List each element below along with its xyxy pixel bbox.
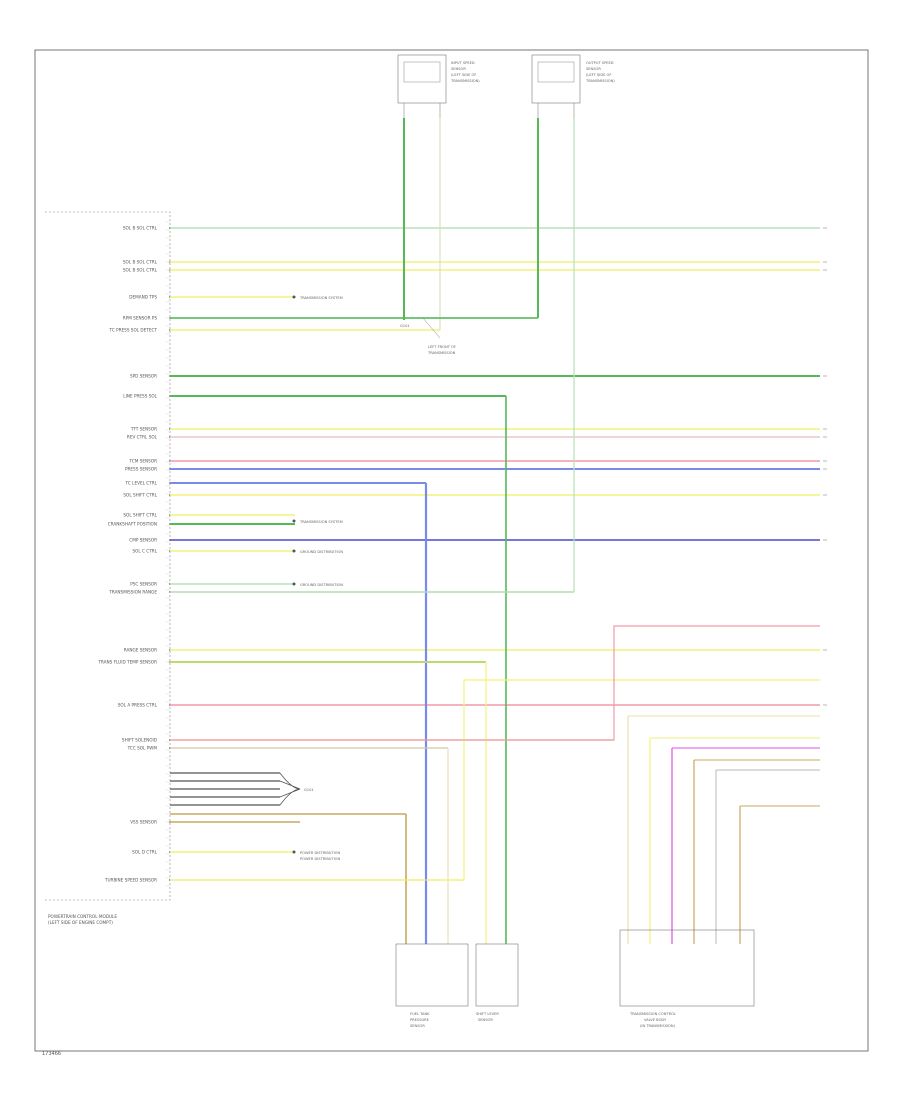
- ground-tag: G101: [304, 788, 314, 792]
- output-sensor-label-1: OUTPUT SPEED: [586, 61, 614, 65]
- input-speed-sensor: INPUT SPEED SENSOR (LEFT SIDE OF TRANSMI…: [397, 54, 480, 118]
- svg-text:SHIFT LEVER: SHIFT LEVER: [476, 1012, 499, 1016]
- splice-label-1: LEFT FRONT OF: [428, 345, 456, 349]
- svg-text:(IN TRANSMISSION): (IN TRANSMISSION): [640, 1024, 676, 1028]
- signal-label: SOL C CTRL: [132, 549, 157, 554]
- input-sensor-label-2: SENSOR: [451, 67, 466, 71]
- signal-label: SPD SENSOR: [130, 374, 157, 379]
- signal-label: SOL SHIFT CTRL: [123, 493, 157, 498]
- output-speed-sensor: OUTPUT SPEED SENSOR (LEFT SIDE OF TRANSM…: [531, 54, 615, 118]
- svg-text:POWER DISTRIBUTION: POWER DISTRIBUTION: [300, 857, 340, 861]
- signal-label: REV CTRL SOL: [127, 435, 158, 440]
- signal-label: PSC SENSOR: [130, 582, 157, 587]
- side-note-transmission-1: TRANSMISSION SYSTEM: [292, 295, 343, 300]
- side-note-transmission-2: TRANSMISSION SYSTEM: [292, 519, 343, 524]
- signal-label: SOL SHIFT CTRL: [123, 513, 157, 518]
- signal-label-group: SOL B SOL CTRL SOL B SOL CTRL SOL B SOL CT…: [97, 226, 157, 883]
- signal-label: RPM SENSOR PS: [123, 316, 158, 321]
- signal-label: SOL B SOL CTRL: [123, 268, 158, 273]
- side-note-power-2: POWER DISTRIBUTION: [300, 857, 340, 861]
- ground-bundle: [170, 772, 301, 806]
- signal-label: SOL B SOL CTRL: [123, 260, 158, 265]
- svg-text:SENSOR: SENSOR: [410, 1024, 425, 1028]
- signal-label: TURBINE SPEED SENSOR: [104, 878, 157, 883]
- svg-text:FUEL TANK: FUEL TANK: [410, 1012, 430, 1016]
- shift-lever-sensor: SHIFT LEVER SENSOR: [475, 943, 519, 1022]
- signal-label: TC LEVEL CTRL: [125, 481, 158, 486]
- bottom-verticals: [170, 395, 820, 944]
- pcm-label-line-2: (LEFT SIDE OF ENGINE COMPT): [48, 920, 113, 925]
- svg-text:TRANSMISSION CONTROL: TRANSMISSION CONTROL: [629, 1012, 676, 1016]
- svg-text:SENSOR: SENSOR: [478, 1018, 493, 1022]
- signal-label: SHIFT SOLENOID: [122, 738, 157, 743]
- signal-label: TCC SOL PWM: [127, 746, 158, 751]
- signal-label: DEMAND TPS: [129, 295, 157, 300]
- svg-text:TRANSMISSION SYSTEM: TRANSMISSION SYSTEM: [299, 520, 343, 524]
- svg-text:VALVE BODY: VALVE BODY: [644, 1018, 667, 1022]
- side-note-ground-1: GROUND DISTRIBUTION: [292, 549, 343, 554]
- signal-label: LINE PRESS SOL: [123, 394, 157, 399]
- svg-text:GROUND DISTRIBUTION: GROUND DISTRIBUTION: [300, 550, 343, 554]
- pcm-pin-column: [166, 221, 171, 887]
- side-note-ground-2: GROUND DISTRIBUTION: [292, 582, 343, 587]
- input-sensor-label-4: TRANSMISSION): [450, 79, 480, 83]
- signal-label: TCM SENSOR: [129, 459, 158, 464]
- signal-label: SOL A PRESS CTRL: [118, 703, 158, 708]
- signal-label: VSS SENSOR: [130, 820, 157, 825]
- signal-label: TRANS FLUID TEMP SENSOR: [97, 660, 157, 665]
- outer-border: [34, 49, 869, 1052]
- svg-text:GROUND DISTRIBUTION: GROUND DISTRIBUTION: [300, 583, 343, 587]
- side-note-power-1: POWER DISTRIBUTION: [292, 850, 340, 855]
- wire-group: [170, 227, 820, 881]
- signal-label: TC PRESS SOL DETECT: [109, 328, 158, 333]
- splice-label-2: TRANSMISSION: [427, 351, 456, 355]
- output-sensor-label-2: SENSOR: [586, 67, 601, 71]
- top-sensor-verticals: [170, 118, 575, 592]
- input-sensor-label-1: INPUT SPEED: [451, 61, 475, 65]
- svg-text:PRESSURE: PRESSURE: [410, 1018, 430, 1022]
- svg-text:POWER DISTRIBUTION: POWER DISTRIBUTION: [300, 851, 340, 855]
- signal-label: RANGE SENSOR: [124, 648, 157, 653]
- pcm-label-line-1: POWERTRAIN CONTROL MODULE: [48, 914, 117, 919]
- splice-tag: G101: [400, 324, 410, 328]
- signal-label: SOL B SOL CTRL: [123, 226, 158, 231]
- right-connector-pins: [823, 227, 827, 706]
- transmission-control-valve-body: TRANSMISSION CONTROL VALVE BODY (IN TRAN…: [619, 929, 755, 1028]
- signal-label: SOL D CTRL: [132, 850, 158, 855]
- splice-callout: G101 LEFT FRONT OF TRANSMISSION: [400, 317, 456, 355]
- input-sensor-label-3: (LEFT SIDE OF: [451, 73, 476, 77]
- signal-label: PRESS SENSOR: [125, 467, 157, 472]
- signal-label: CRANKSHAFT POSITION: [108, 522, 157, 527]
- signal-label: TRANSMISSION RANGE: [108, 590, 157, 595]
- output-sensor-label-4: TRANSMISSION): [585, 79, 615, 83]
- signal-label: CMP SENSOR: [129, 538, 157, 543]
- signal-label: TFT SENSOR: [130, 427, 157, 432]
- svg-text:TRANSMISSION SYSTEM: TRANSMISSION SYSTEM: [299, 296, 343, 300]
- diagram-code: 173466: [42, 1051, 62, 1057]
- output-sensor-label-3: (LEFT SIDE OF: [586, 73, 611, 77]
- fuel-tank-pressure-sensor: FUEL TANK PRESSURE SENSOR: [395, 943, 469, 1028]
- valve-body-verticals: [170, 625, 820, 944]
